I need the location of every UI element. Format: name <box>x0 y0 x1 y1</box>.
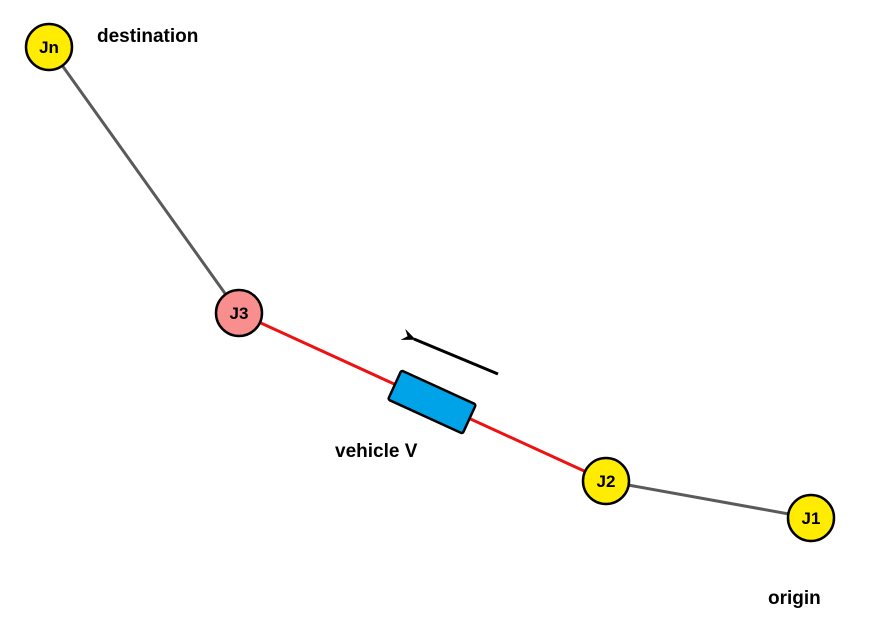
vehicle-v <box>387 369 477 435</box>
junction-j3-label: J3 <box>230 304 249 323</box>
vehicle-label: vehicle V <box>335 441 418 462</box>
junction-j2: J2 <box>581 456 631 506</box>
road-j2-j1 <box>605 479 812 520</box>
origin-label: origin <box>768 588 821 609</box>
junction-jn-label: Jn <box>39 38 59 57</box>
junction-j2-circle <box>581 456 631 506</box>
road-jn-j3 <box>47 46 241 314</box>
junction-jn: Jn <box>24 22 74 72</box>
junction-j2-label: J2 <box>597 472 616 491</box>
destination-label: destination <box>97 26 198 47</box>
junction-j1: J1 <box>786 493 836 543</box>
junction-jn-circle <box>24 22 74 72</box>
junction-j1-label: J1 <box>802 509 821 528</box>
junction-j3-circle <box>214 288 264 338</box>
junction-j1-circle <box>786 493 836 543</box>
junction-j3: J3 <box>214 288 264 338</box>
direction-arrow <box>400 328 499 376</box>
